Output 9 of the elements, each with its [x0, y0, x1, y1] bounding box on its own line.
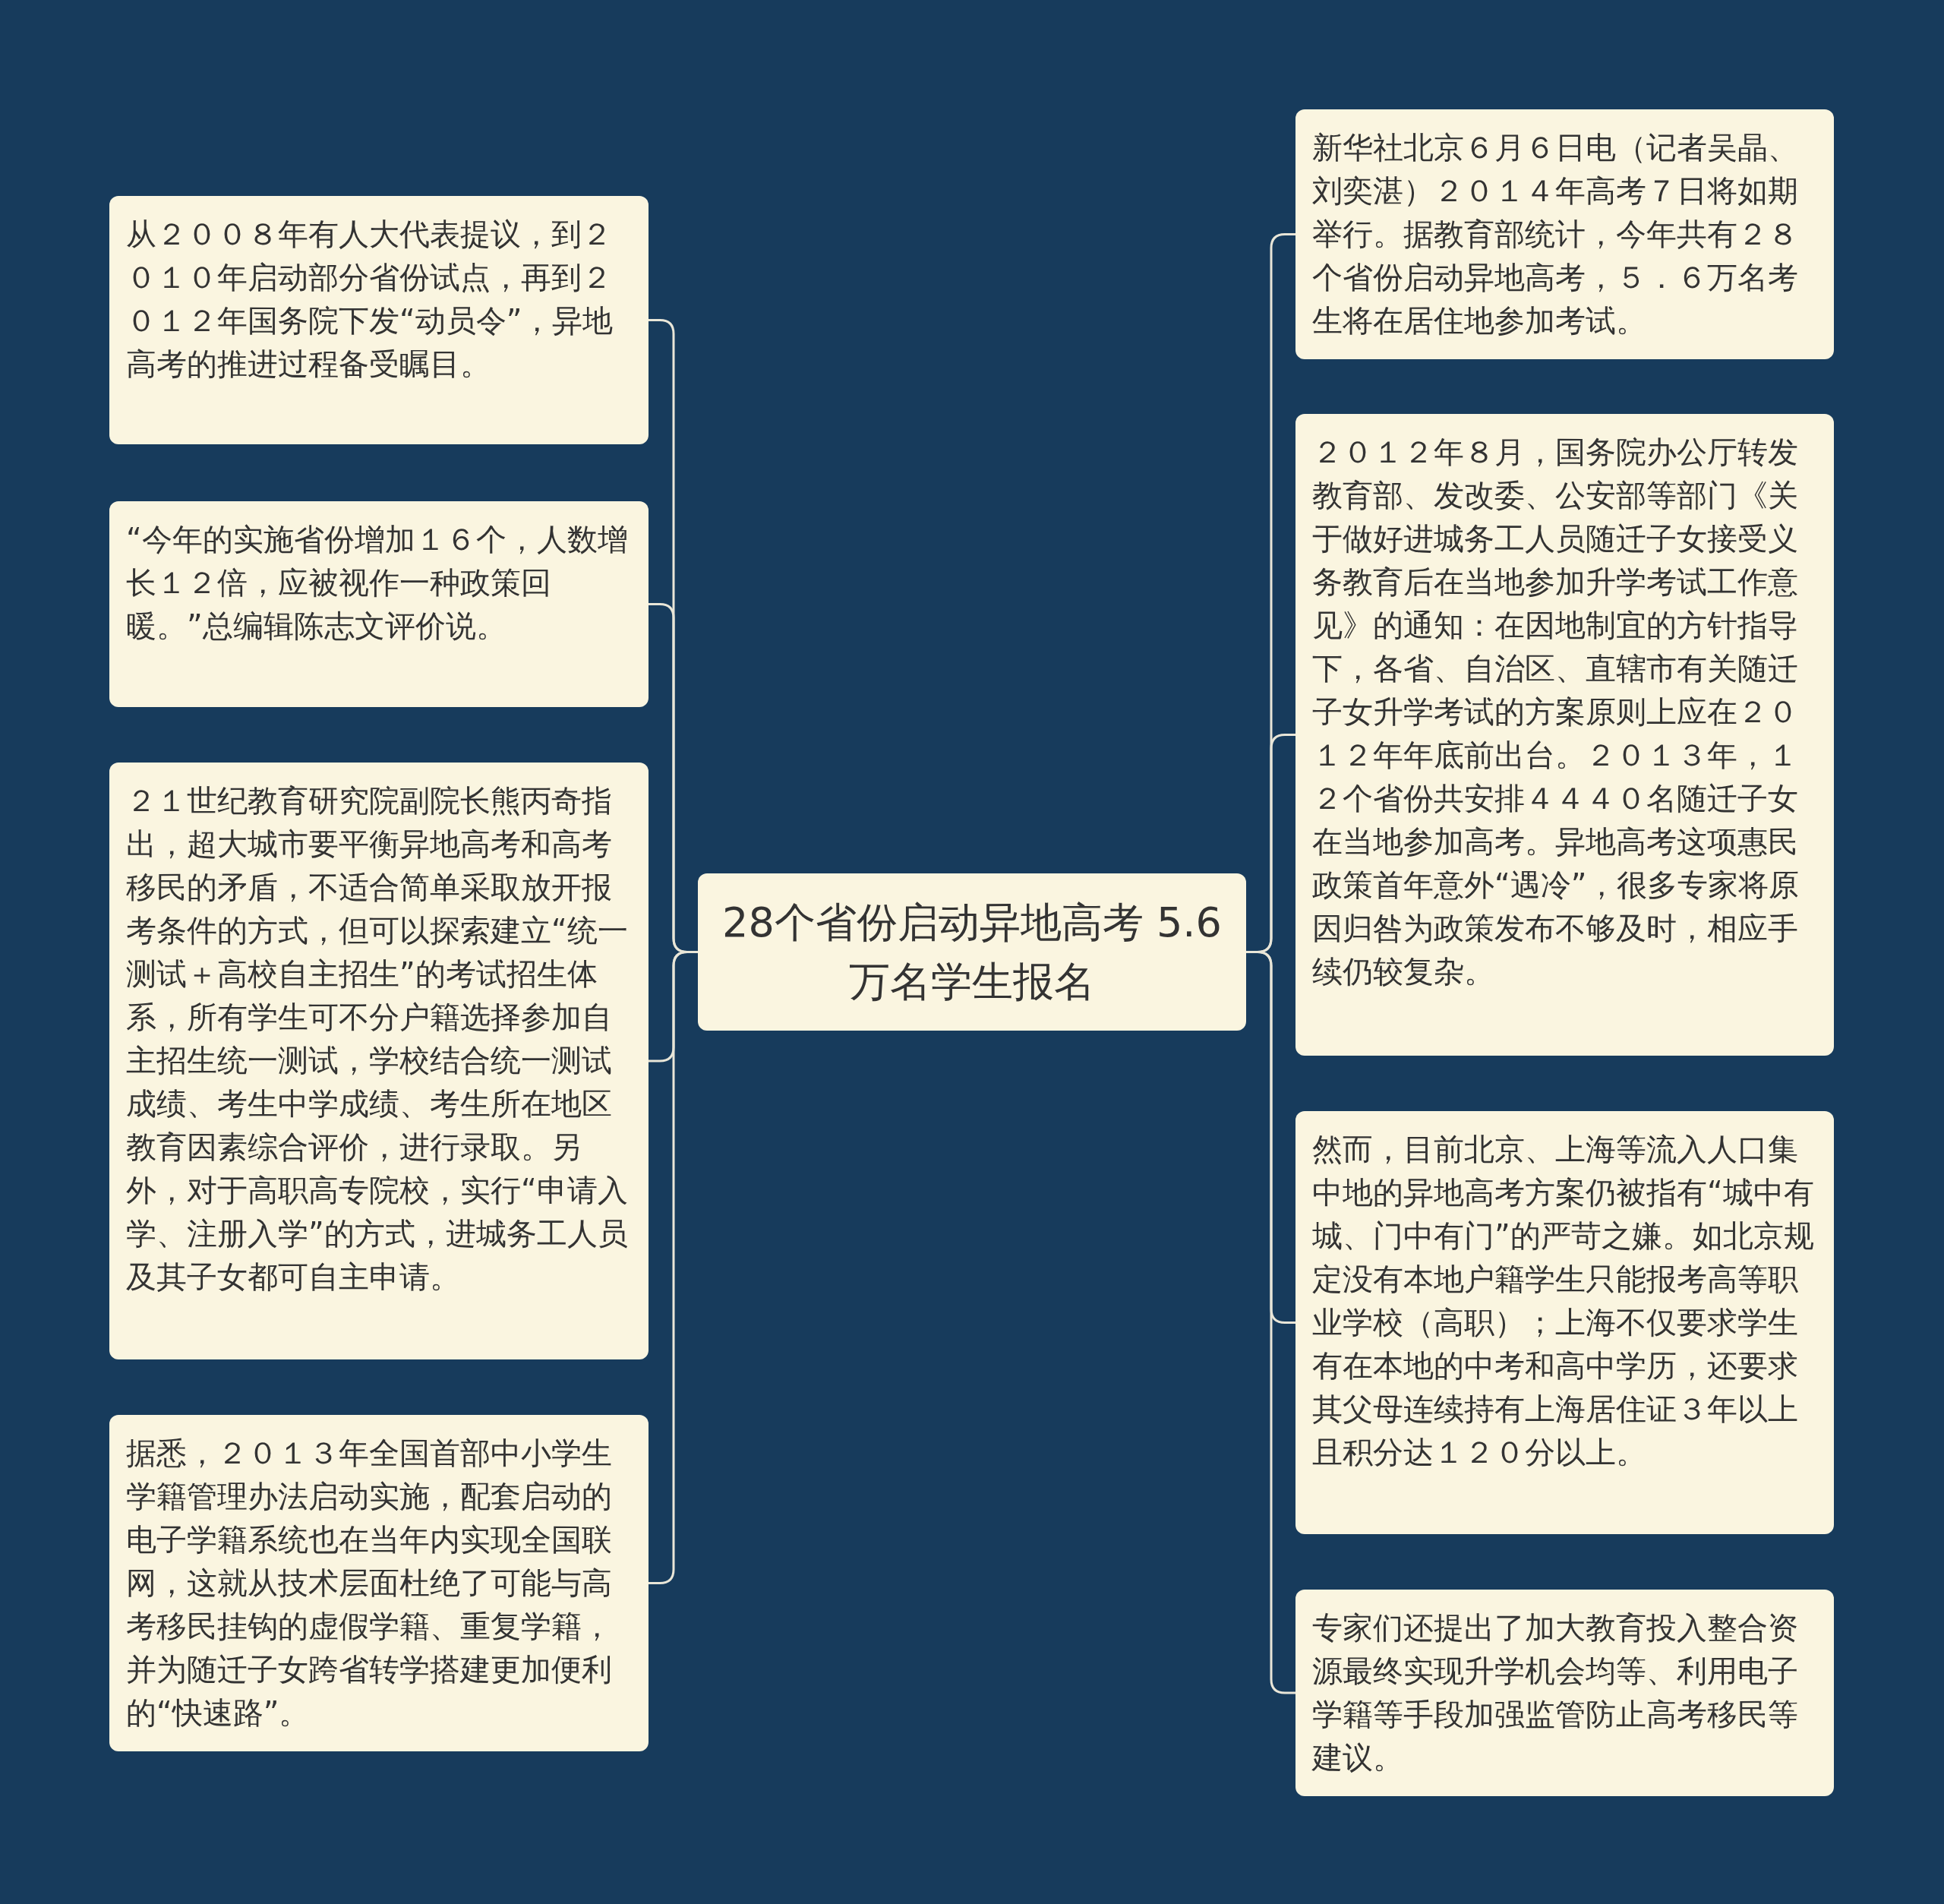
text-card: ２１世纪教育研究院副院长熊丙奇指出，超大城市要平衡异地高考和高考移民的矛盾，不适合简单采取放开报考条件的方式，但可以探索建立“统一测试＋高校自主招生”的考试招生体系，所有学生可不分户籍选择参加自主招生统一测试，学校结合统一测试成绩、考生中学成绩、考生所在地区教育因素综合评价，进行录取。另外，对于高职高专院校，实行“申请入学、注册入学”的方式，进城务工人员及其子女都可自主申请。: [109, 763, 649, 1359]
text-card: 然而，目前北京、上海等流入人口集中地的异地高考方案仍被指有“城中有城、门中有门”的严苛之嫌。如北京规定没有本地户籍学生只能报考高等职业学校（高职）；上海不仅要求学生有在本地的中考和高中学历，还要求其父母连续持有上海居住证３年以上且积分达１２０分以上。: [1295, 1111, 1834, 1534]
text-card: 专家们还提出了加大教育投入整合资源最终实现升学机会均等、利用电子学籍等手段加强监管防止高考移民等建议。: [1295, 1590, 1834, 1796]
text-card: 据悉，２０１３年全国首部中小学生学籍管理办法启动实施，配套启动的电子学籍系统也在当年内实现全国联网，这就从技术层面杜绝了可能与高考移民挂钩的虚假学籍、重复学籍，并为随迁子女跨省转学搭建更加便利的“快速路”。: [109, 1415, 649, 1751]
text-card: ２０１２年８月，国务院办公厅转发教育部、发改委、公安部等部门《关于做好进城务工人员随迁子女接受义务教育后在当地参加升学考试工作意见》的通知：在因地制宜的方针指导下，各省、自治区、直辖市有关随迁子女升学考试的方案原则上应在２０１２年年底前出台。２０１３年，１２个省份共安排４４４０名随迁子女在当地参加高考。异地高考这项惠民政策首年意外“遇冷”，很多专家将原因归咎为政策发布不够及时，相应手续仍较复杂。: [1295, 414, 1834, 1056]
topic-box: 28个省份启动异地高考 5.6万名学生报名: [698, 873, 1246, 1031]
text-card: “今年的实施省份增加１６个，人数增长１２倍，应被视作一种政策回暖。”总编辑陈志文评价说。: [109, 501, 649, 707]
text-card: 从２００８年有人大代表提议，到２０１０年启动部分省份试点，再到２０１２年国务院下发“动员令”，异地高考的推进过程备受瞩目。: [109, 196, 649, 444]
text-card: 新华社北京６月６日电（记者吴晶、刘奕湛）２０１４年高考７日将如期举行。据教育部统计，今年共有２８个省份启动异地高考，５．６万名考生将在居住地参加考试。: [1295, 109, 1834, 359]
